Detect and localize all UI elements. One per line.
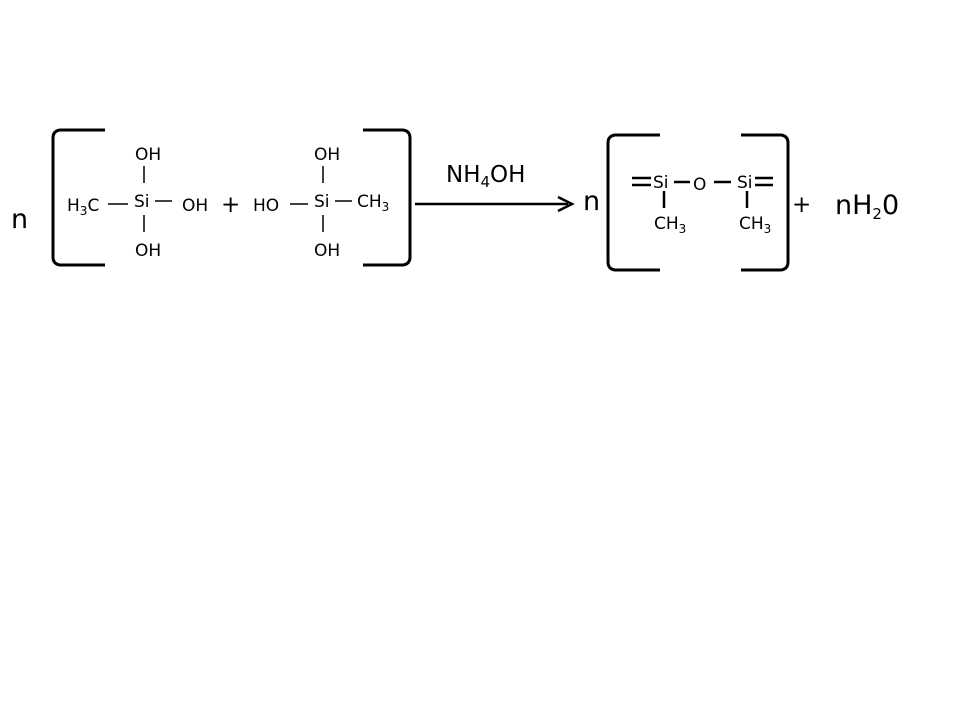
product-methyl-1: CH3 [654, 214, 686, 236]
m2-bottom-oh: OH [314, 241, 340, 261]
left-bracket-close [363, 128, 412, 267]
left-bracket-open [51, 128, 105, 267]
m2-si: Si [314, 192, 330, 212]
product-methyl-2: CH3 [739, 214, 771, 236]
product-bracket-close [741, 133, 790, 272]
water-byproduct: nH20 [835, 190, 899, 223]
product-oxygen: O [693, 175, 706, 195]
product-coefficient: n [583, 186, 600, 217]
m2-top-oh: OH [314, 145, 340, 165]
methylsilanetriol-1: OH H3C Si OH OH [67, 145, 208, 261]
methylsilanetriol-2: OH HO Si CH3 OH [253, 145, 389, 261]
product-bracket-open [606, 133, 660, 272]
m1-bottom-oh: OH [135, 241, 161, 261]
m2-methyl: CH3 [357, 192, 389, 214]
m1-top-oh: OH [135, 145, 161, 165]
reactant-coefficient: n [11, 204, 28, 235]
m1-methyl: H3C [67, 196, 99, 218]
arrowhead-icon [557, 195, 575, 213]
product-si-2: Si [737, 173, 753, 193]
siloxane-unit: Si O Si CH3 CH3 [632, 173, 773, 236]
m1-si: Si [134, 192, 150, 212]
product-si-1: Si [653, 173, 669, 193]
m1-right-oh: OH [182, 196, 208, 216]
byproduct-plus-sign: + [792, 192, 811, 218]
reagent-label: NH4OH [446, 162, 525, 191]
plus-sign: + [221, 192, 240, 218]
m2-left-ho: HO [253, 196, 279, 216]
